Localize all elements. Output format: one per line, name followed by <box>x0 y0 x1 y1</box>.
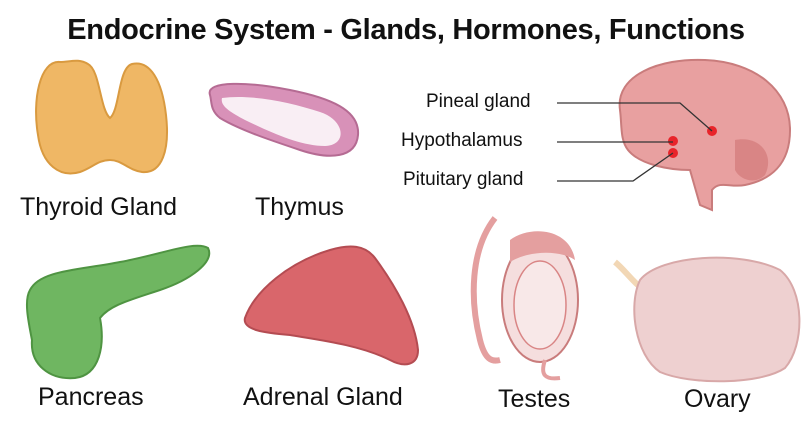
ovary-label: Ovary <box>684 385 751 413</box>
testes-illustration <box>470 216 579 381</box>
page-title: Endocrine System - Glands, Hormones, Fun… <box>67 14 745 46</box>
thymus-illustration <box>208 82 360 157</box>
adrenal-gland-label: Adrenal Gland <box>243 383 403 411</box>
adrenal-illustration <box>243 245 420 366</box>
thyroid-label: Thyroid Gland <box>20 193 178 221</box>
pancreas-illustration <box>25 244 211 380</box>
testes-label: Testes <box>498 385 571 413</box>
hypothalamus-label: Hypothalamus <box>401 130 523 151</box>
brain-illustration <box>557 58 792 212</box>
pancreas-label: Pancreas <box>38 383 144 411</box>
ovary-illustration <box>613 256 801 383</box>
pineal-gland-label: Pineal gland <box>426 91 531 112</box>
thymus-label: Thymus <box>255 193 344 221</box>
thyroid-illustration <box>35 59 168 175</box>
pituitary-gland-label: Pituitary gland <box>403 169 524 190</box>
